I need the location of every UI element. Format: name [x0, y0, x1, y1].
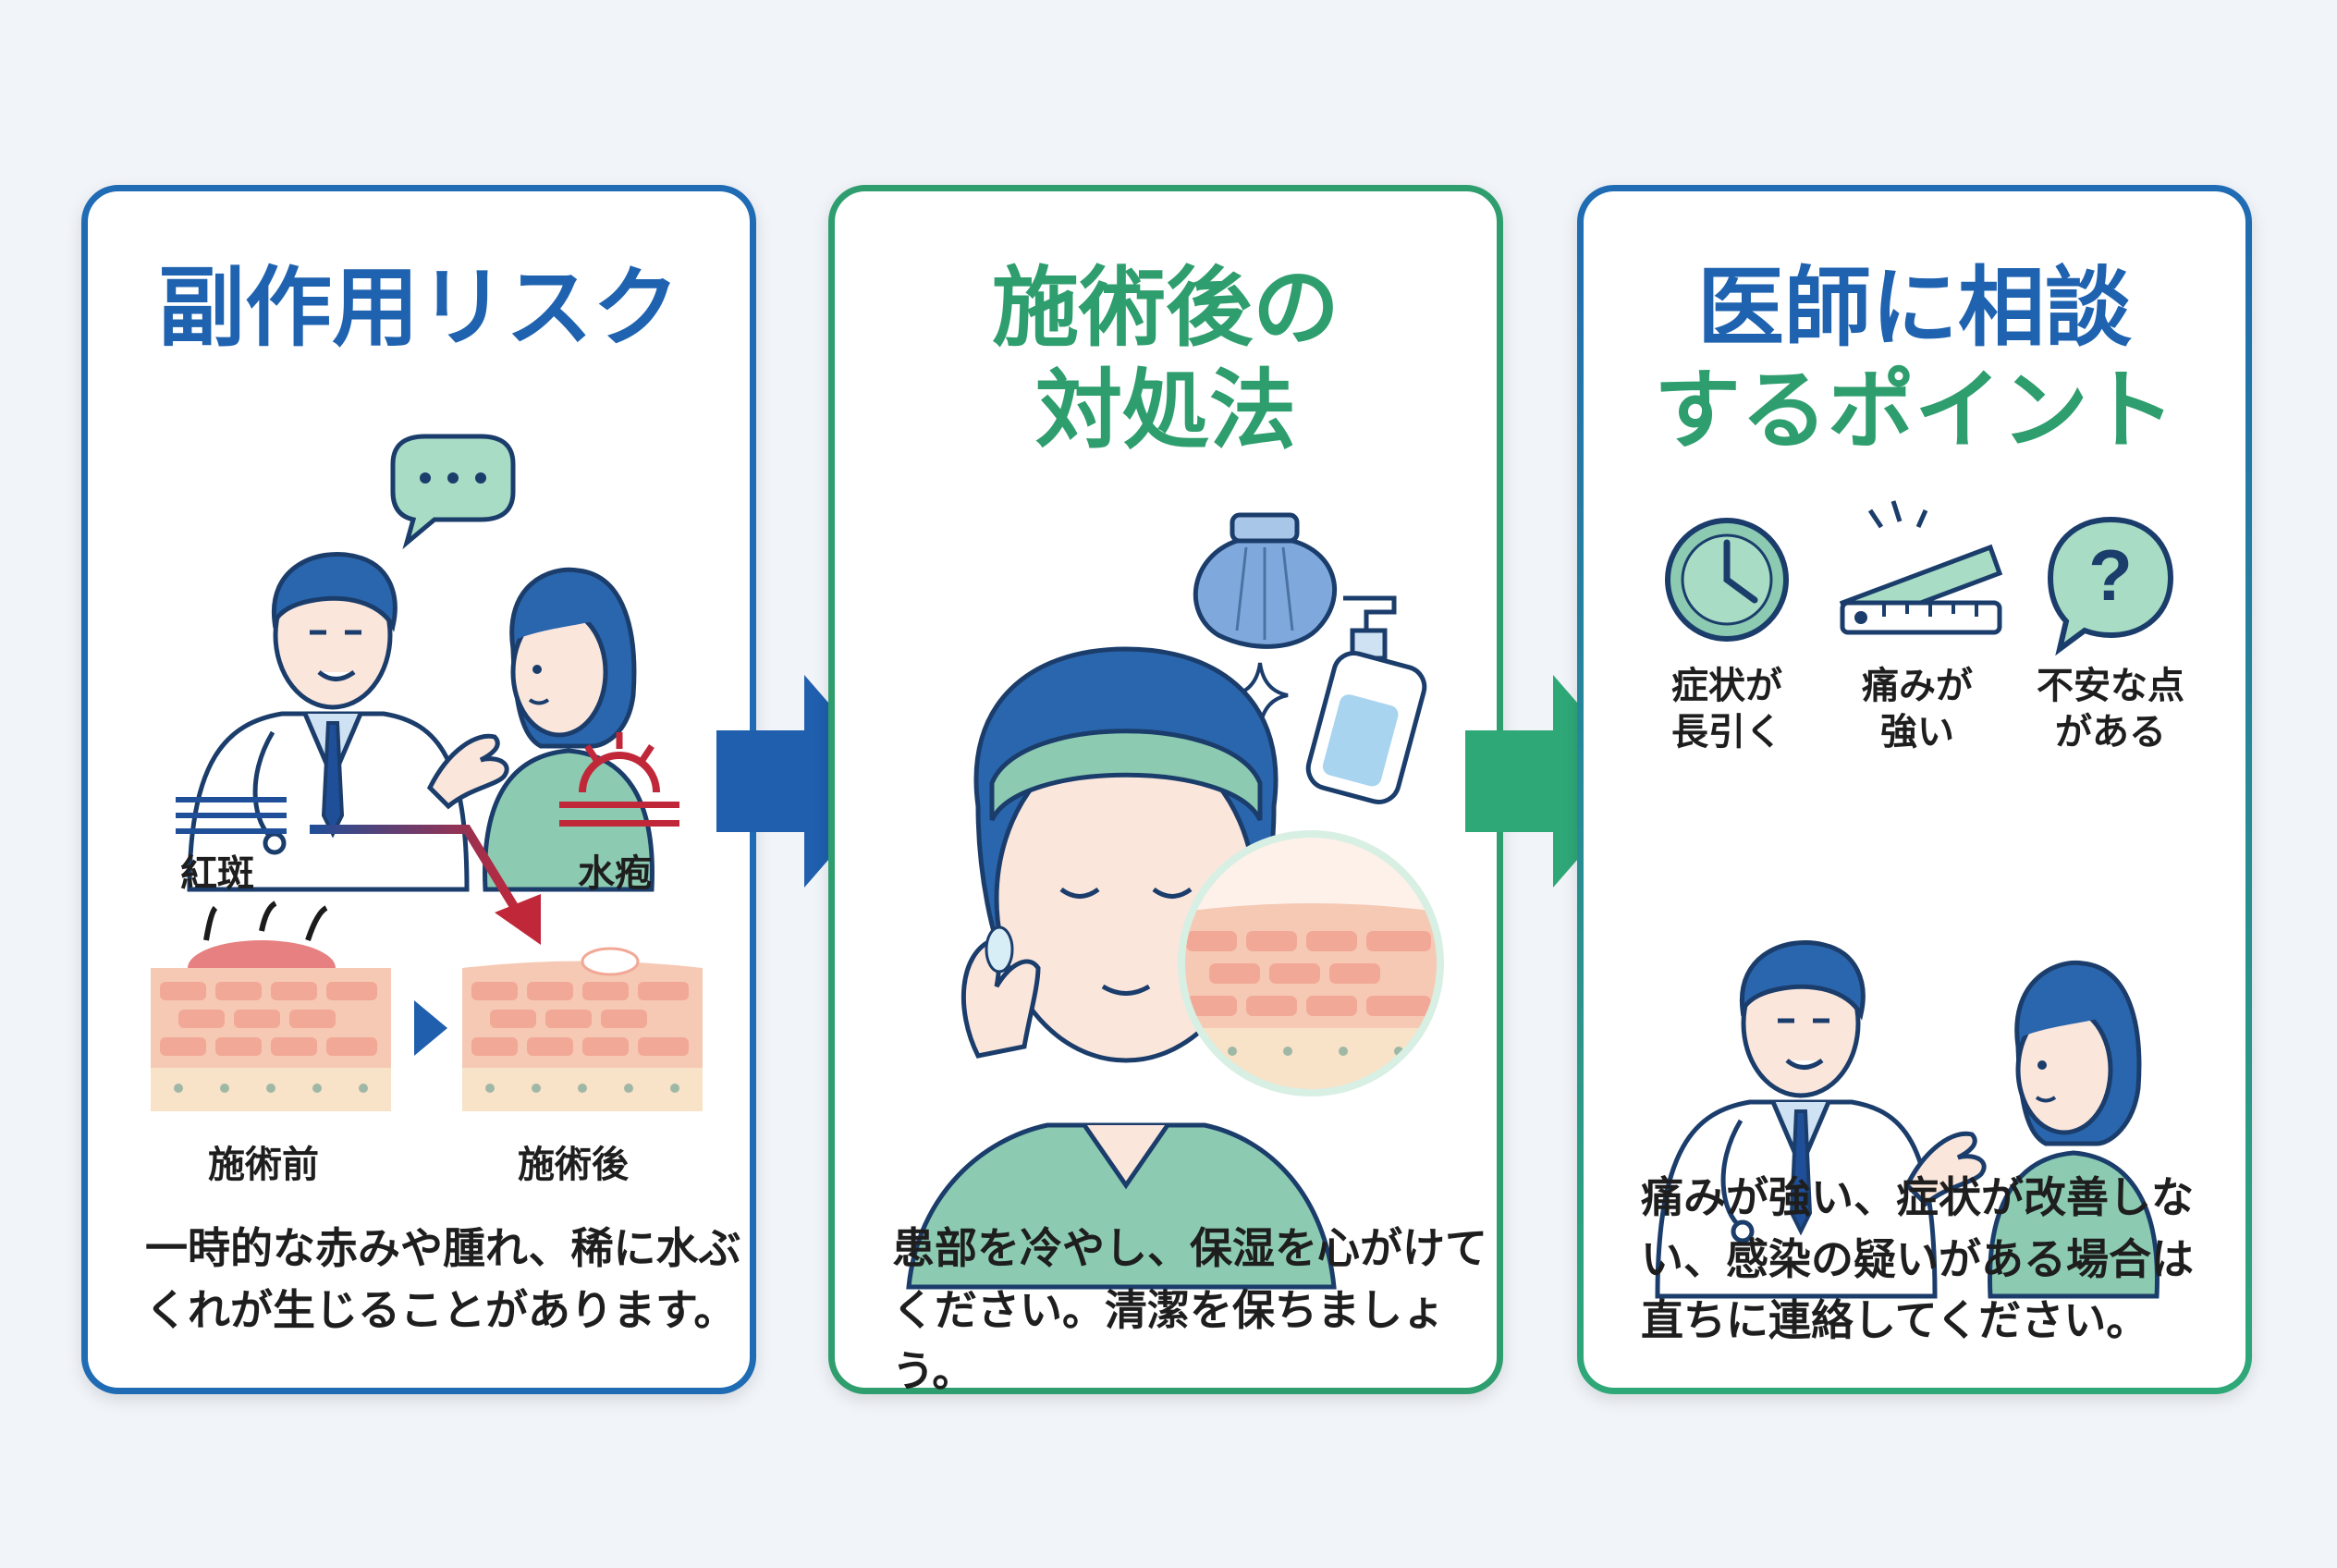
doctor-patient-illustration — [1655, 940, 2160, 1299]
panel-consult-doctor: 医師に相談 するポイント ? 症状が 長引く 痛みが 強い 不安な点 がある — [1577, 185, 2252, 1394]
flow-arrow-blue-icon — [716, 675, 897, 888]
pain-scale-icon — [1839, 500, 2003, 635]
icon-label-prolonged: 症状が 長引く — [1671, 665, 1782, 753]
question-bubble-icon: ? — [2047, 516, 2174, 656]
panel-description: 患部を冷やし、保湿を心がけて ください。清潔を保ちましょう。 — [892, 1223, 1487, 1397]
icon-label-anxiety: 不安な点 がある — [2037, 665, 2184, 753]
before-label: 施術前 — [208, 1144, 319, 1186]
panel-title: 医師に相談 するポイント — [1653, 258, 2175, 461]
svg-text:?: ? — [2088, 534, 2133, 616]
small-arrow-icon — [414, 1000, 447, 1056]
flow-arrow-green-icon — [1465, 675, 1646, 888]
clock-icon — [1665, 518, 1789, 642]
lotion-bottle-icon — [1305, 595, 1427, 804]
ice-pack-icon — [1193, 512, 1338, 649]
magnified-skin-illustration — [1178, 830, 1444, 1096]
doctor-patient-illustration — [187, 434, 655, 892]
progression-arrow-icon — [310, 825, 541, 945]
panel-description: 一時的な赤みや腫れ、稀に水ぶ くれが生じることがあります。 — [145, 1223, 741, 1335]
erythema-lines-icon — [176, 797, 287, 834]
skin-before-illustration — [151, 900, 391, 1111]
after-label: 施術後 — [518, 1144, 629, 1186]
panel-title: 施術後の 対処法 — [991, 258, 1340, 461]
panel-description: 痛みが強い、症状が改善しな い、感染の疑いがある場合は 直ちに連絡してください。 — [1641, 1172, 2194, 1346]
blister-label: 水疱 — [578, 852, 652, 895]
panel-aftercare: 施術後の 対処法 — [828, 185, 1503, 1396]
blister-sun-icon — [559, 732, 679, 827]
skin-after-illustration — [462, 947, 703, 1111]
panel-side-effect-risk: 副作用リスク 紅斑 — [81, 185, 756, 1394]
panel-title: 副作用リスク — [157, 258, 679, 359]
erythema-label: 紅斑 — [180, 852, 254, 895]
icon-label-severe-pain: 痛みが 強い — [1862, 665, 1973, 753]
